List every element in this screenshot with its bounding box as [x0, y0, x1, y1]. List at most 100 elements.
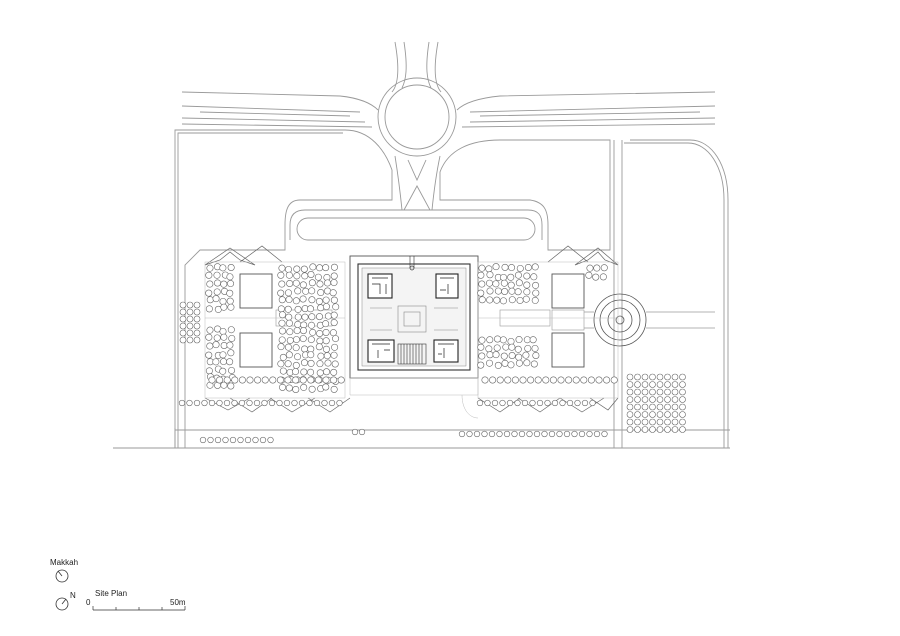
tree — [313, 399, 321, 407]
tree — [193, 308, 201, 316]
tree — [499, 297, 507, 305]
tree — [307, 368, 315, 376]
tree — [292, 385, 300, 393]
tree — [548, 430, 556, 438]
tree — [321, 399, 328, 407]
tree — [634, 403, 641, 411]
tree — [504, 376, 512, 384]
tree — [219, 264, 227, 272]
tree — [284, 289, 292, 297]
tree — [213, 271, 221, 279]
tree — [193, 322, 201, 330]
tree — [508, 351, 516, 359]
tree — [486, 351, 494, 359]
tree — [610, 376, 618, 384]
tree — [277, 289, 285, 297]
central-courtyard — [370, 305, 458, 333]
tree — [179, 315, 187, 323]
tree — [294, 287, 302, 295]
tree — [523, 288, 531, 296]
tree — [600, 264, 608, 272]
roundabout — [377, 77, 457, 157]
tree — [649, 388, 656, 396]
tree — [179, 329, 187, 337]
tree — [294, 353, 302, 361]
tree — [226, 341, 234, 349]
tree — [586, 430, 593, 438]
drawing-title: Site Plan — [95, 589, 127, 598]
tree — [323, 279, 331, 287]
tree — [322, 264, 330, 272]
tree — [515, 279, 523, 287]
tree — [246, 399, 253, 407]
tree — [523, 272, 531, 280]
tree — [212, 358, 220, 366]
tree — [226, 273, 234, 281]
landscape-paving — [204, 261, 619, 419]
tree — [641, 388, 649, 396]
tree — [316, 369, 324, 377]
tree — [458, 430, 466, 438]
tree — [231, 376, 239, 384]
tree — [329, 289, 337, 297]
tree — [219, 327, 227, 335]
tree — [533, 430, 541, 438]
tree — [518, 430, 526, 438]
tree — [330, 263, 338, 271]
tree — [336, 399, 343, 407]
tree — [315, 297, 323, 305]
tree — [300, 359, 308, 367]
tree — [314, 376, 322, 384]
tree — [278, 280, 286, 288]
tree — [679, 418, 686, 426]
tree — [229, 436, 237, 444]
tree — [514, 271, 522, 279]
tree — [276, 399, 283, 407]
tree — [317, 352, 325, 360]
tree — [485, 345, 493, 353]
tree — [486, 287, 494, 295]
tree — [279, 367, 287, 375]
tree — [330, 351, 338, 359]
central-building — [349, 255, 479, 379]
tree — [530, 273, 538, 281]
tree — [301, 313, 309, 321]
tree — [246, 376, 254, 384]
drop-off-island — [296, 217, 536, 241]
tree — [476, 399, 484, 407]
tree — [626, 381, 634, 388]
tree — [486, 336, 494, 344]
tree — [671, 411, 679, 418]
tree — [316, 360, 324, 368]
tree — [193, 329, 201, 337]
tree — [559, 399, 566, 407]
tree — [307, 376, 315, 384]
tree — [634, 381, 641, 388]
tree — [284, 360, 292, 368]
tree — [301, 272, 309, 280]
tree — [238, 399, 246, 407]
tree — [492, 263, 500, 271]
tree — [308, 296, 316, 304]
tree — [571, 430, 578, 438]
tree — [536, 399, 544, 407]
tree — [649, 373, 656, 381]
tree — [207, 436, 214, 444]
tree — [671, 418, 679, 426]
tree — [494, 335, 502, 343]
tree — [314, 273, 322, 281]
road-network — [181, 41, 716, 211]
tree — [286, 328, 294, 336]
tree — [277, 343, 285, 351]
tree — [649, 426, 656, 433]
tree — [179, 336, 187, 344]
tree — [179, 301, 187, 309]
tree — [279, 327, 287, 335]
tree — [309, 263, 317, 271]
tree — [508, 296, 516, 304]
tree — [514, 288, 522, 296]
tree — [199, 436, 207, 444]
water-basins — [239, 273, 585, 368]
tree — [484, 399, 491, 407]
